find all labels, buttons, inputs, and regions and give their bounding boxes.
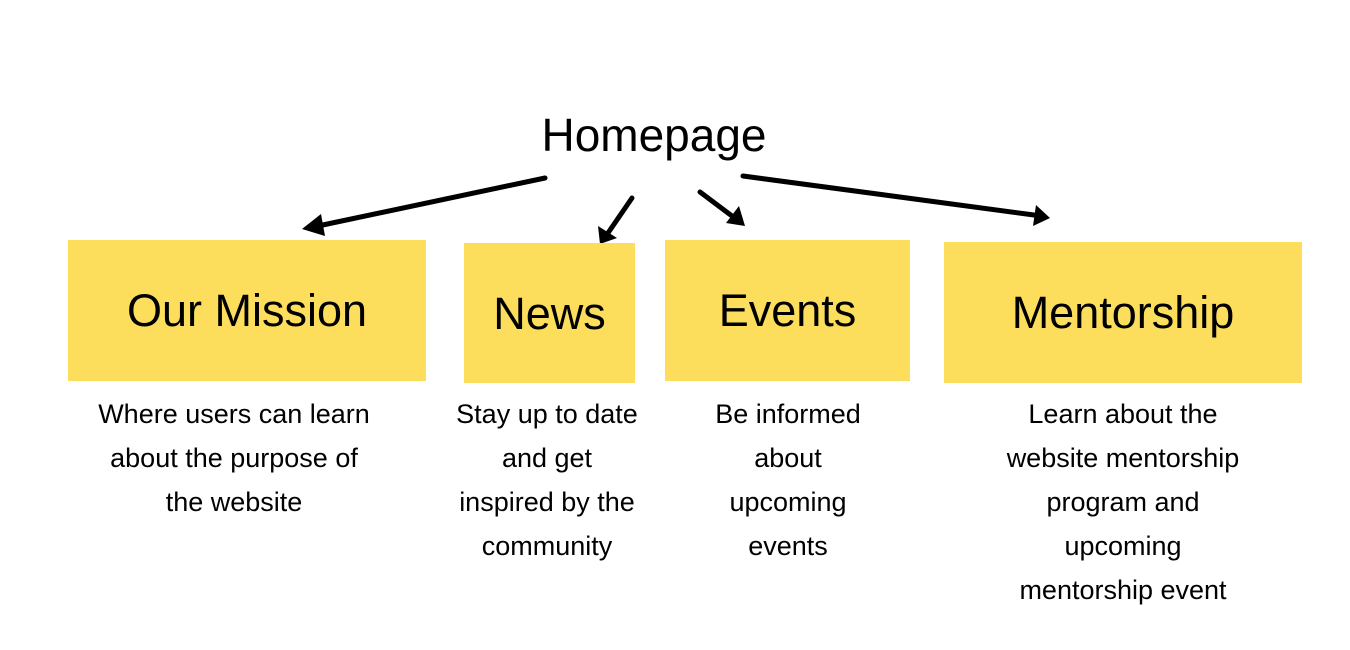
description-line: inspired by the <box>459 487 635 517</box>
description-line: and get <box>501 443 593 473</box>
description-line: about <box>754 443 822 473</box>
arrow-to-news <box>598 195 635 244</box>
node-events: Events <box>665 240 910 381</box>
arrow-to-events <box>697 189 745 226</box>
node-label: News <box>493 287 606 339</box>
description-mentorship: Learn about the website mentorship progr… <box>953 392 1293 612</box>
description-line: upcoming <box>729 487 847 517</box>
node-label: Events <box>718 285 857 336</box>
description-line: community <box>481 531 613 561</box>
description-line: mentorship event <box>1019 575 1227 605</box>
node-mentorship: Mentorship <box>944 242 1302 383</box>
arrow-to-our-mission <box>302 175 548 236</box>
description-news: Stay up to date and get inspired by the … <box>432 392 662 568</box>
description-line: Learn about the <box>1028 399 1218 429</box>
description-events: Be informed about upcoming events <box>678 392 898 568</box>
description-line: about the purpose of <box>110 443 358 473</box>
description-line: events <box>748 531 828 561</box>
description-line: Where users can learn <box>98 399 370 429</box>
description-line: program and <box>1046 487 1200 517</box>
node-label: Mentorship <box>1011 287 1235 338</box>
description-line: the website <box>165 487 303 517</box>
description-line: website mentorship <box>1006 443 1240 473</box>
description-line: upcoming <box>1064 531 1182 561</box>
description-line: Stay up to date <box>456 399 638 429</box>
node-news: News <box>464 243 635 383</box>
arrow-to-mentorship <box>740 173 1050 226</box>
node-label: Our Mission <box>126 285 368 336</box>
node-our-mission: Our Mission <box>68 240 426 381</box>
description-line: Be informed <box>715 399 861 429</box>
root-node-homepage: Homepage <box>541 109 767 161</box>
description-our-mission: Where users can learn about the purpose … <box>52 392 416 524</box>
